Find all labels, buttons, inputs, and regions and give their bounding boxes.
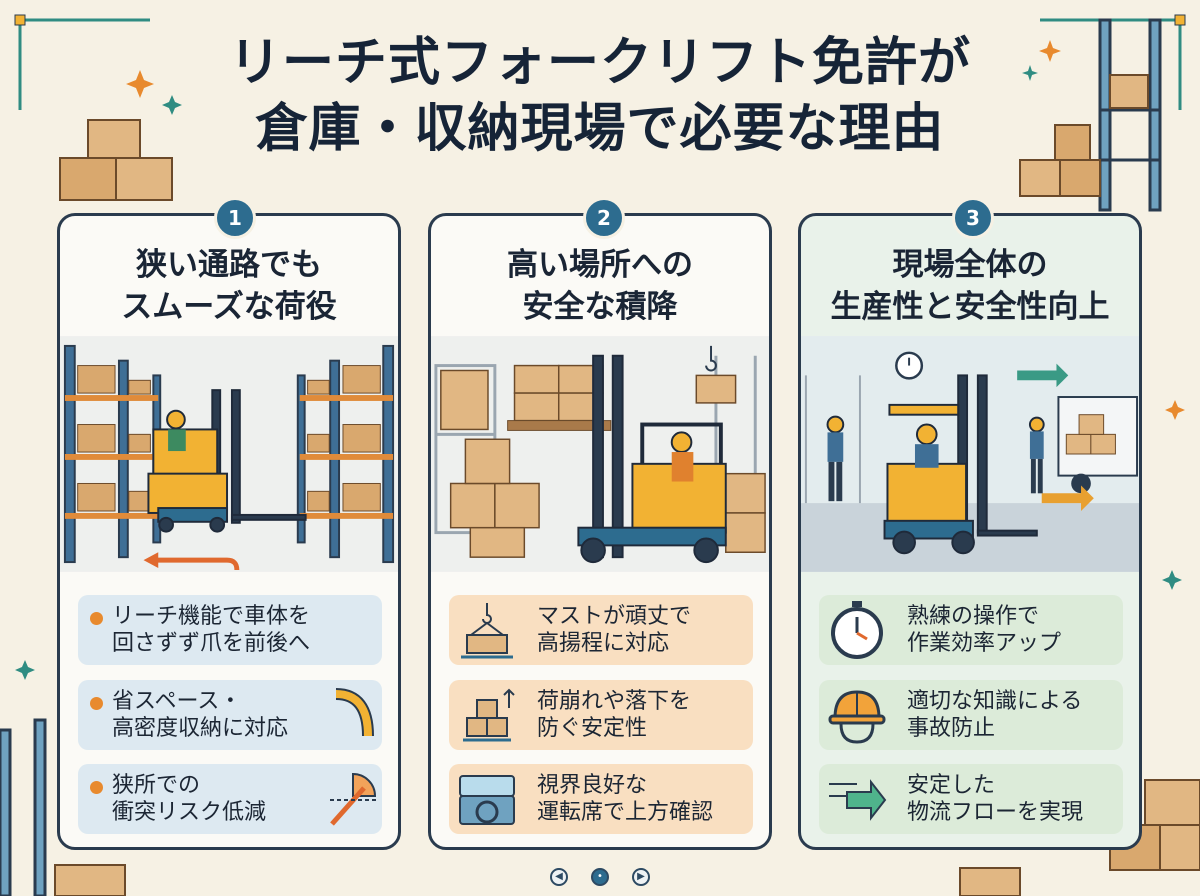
card-2-item-2: 荷崩れや落下を防ぐ安定性 — [449, 680, 753, 750]
home-button[interactable]: • — [591, 868, 609, 886]
card-1-title: 狭い通路でも スムーズな荷役 — [60, 244, 398, 328]
item-line: 防ぐ安定性 — [537, 716, 648, 741]
item-line: 運転席で上方確認 — [537, 800, 714, 825]
item-line: 高揚程に対応 — [537, 631, 670, 656]
card-3-title: 現場全体の 生産性と安全性向上 — [801, 244, 1139, 328]
card-2-title-line-2: 安全な積降 — [522, 289, 678, 325]
prev-page-button[interactable]: ◀ — [550, 868, 568, 886]
card-1-item-2: 省スペース・高密度収納に対応 — [78, 680, 382, 750]
productivity-illustration — [801, 336, 1139, 572]
card-1-item-1: リーチ機能で車体を回さずず爪を前後へ — [78, 595, 382, 665]
item-line: 安定した — [907, 773, 996, 798]
card-2-item-1: マストが頑丈で高揚程に対応 — [449, 595, 753, 665]
item-line: 熟練の操作で — [907, 604, 1040, 629]
next-page-button[interactable]: ▶ — [632, 868, 650, 886]
stopwatch-icon — [831, 601, 883, 659]
bullet-dot — [90, 697, 103, 710]
title-line-2: 倉庫・収納現場で必要な理由 — [255, 99, 945, 159]
flow-arrows-icon — [829, 779, 887, 821]
item-line: 作業効率アップ — [907, 631, 1062, 656]
card-3-number-badge: 3 — [952, 197, 994, 239]
item-line: 荷崩れや落下を — [537, 689, 692, 714]
curved-aisle-icon — [335, 688, 374, 737]
item-line: 視界良好な — [537, 773, 648, 798]
narrow-aisle-illustration — [60, 336, 398, 572]
item-line: 適切な知識による — [907, 689, 1083, 714]
item-line: 高密度収納に対応 — [112, 716, 289, 741]
item-line: 衝突リスク低減 — [112, 800, 267, 825]
item-line: マストが頑丈で — [537, 604, 692, 629]
card-3-item-3: 安定した物流フローを実現 — [819, 764, 1123, 834]
card-productivity-safety: 現場全体の 生産性と安全性向上 — [798, 213, 1142, 850]
card-high-places: 高い場所への 安全な積降 マストが頑丈で高揚程に対応 — [428, 213, 772, 850]
bullet-dot — [90, 612, 103, 625]
high-lift-illustration — [431, 336, 769, 572]
stacked-boxes-icon — [463, 688, 515, 742]
card-3-title-line-2: 生産性と安全性向上 — [830, 289, 1110, 325]
card-2-title: 高い場所への 安全な積降 — [431, 244, 769, 328]
card-3-item-1: 熟練の操作で作業効率アップ — [819, 595, 1123, 665]
item-line: 省スペース・ — [112, 689, 242, 714]
card-1-title-line-2: スムーズな荷役 — [121, 289, 337, 325]
bullet-dot — [90, 781, 103, 794]
item-line: 物流フローを実現 — [907, 800, 1084, 825]
card-1-number-badge: 1 — [214, 197, 256, 239]
steering-wheel-icon — [459, 775, 515, 825]
hard-hat-icon — [828, 690, 886, 744]
page-title: リーチ式フォークリフト免許が 倉庫・収納現場で必要な理由 — [150, 30, 1050, 162]
card-1-item-3: 狭所での衝突リスク低減 — [78, 764, 382, 834]
card-2-number-badge: 2 — [583, 197, 625, 239]
collision-avoid-icon — [330, 772, 377, 826]
card-2-item-3: 視界良好な運転席で上方確認 — [449, 764, 753, 834]
title-line-1: リーチ式フォークリフト免許が — [228, 33, 971, 93]
crane-box-icon — [461, 603, 513, 659]
card-3-title-line-1: 現場全体の — [892, 247, 1048, 283]
card-1-title-line-1: 狭い通路でも — [136, 247, 322, 283]
card-narrow-aisle: 狭い通路でも スムーズな荷役 — [57, 213, 401, 850]
item-line: 狭所での — [112, 773, 201, 798]
item-line: 事故防止 — [907, 716, 996, 741]
item-line: 回さずず爪を前後へ — [112, 631, 311, 656]
item-line: リーチ機能で車体を — [112, 604, 311, 629]
card-2-title-line-1: 高い場所への — [507, 247, 693, 283]
card-3-item-2: 適切な知識による事故防止 — [819, 680, 1123, 750]
